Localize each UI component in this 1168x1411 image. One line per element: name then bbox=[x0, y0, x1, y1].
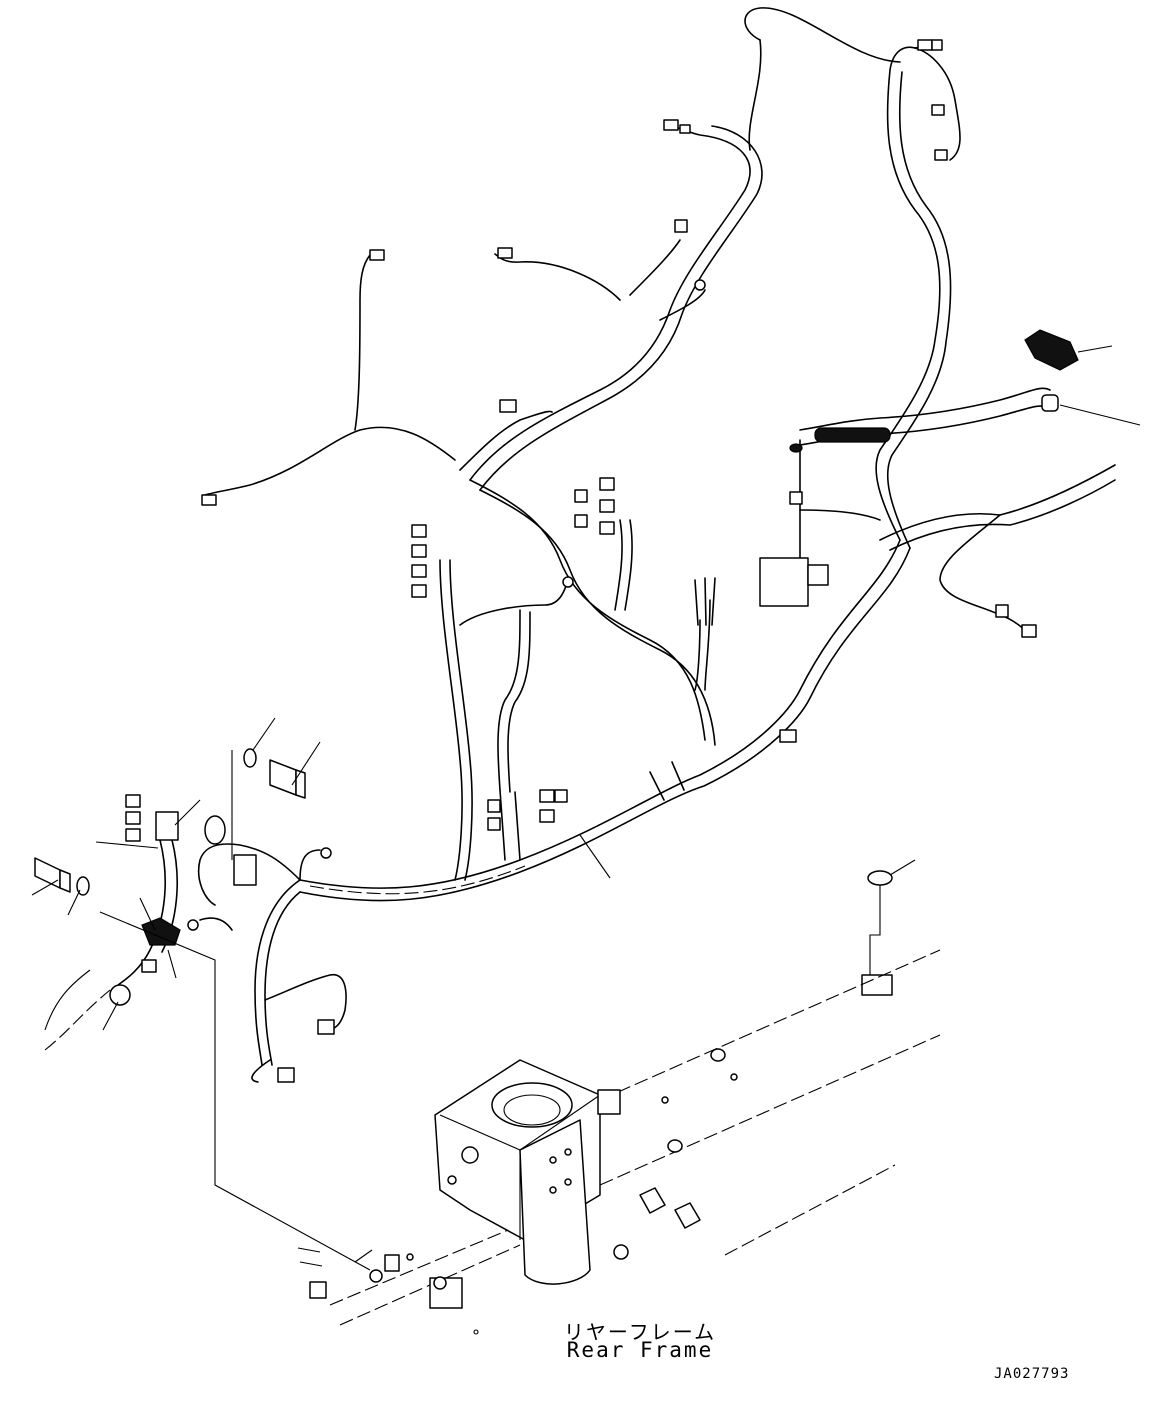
caption-japanese: リヤーフレーム bbox=[563, 1320, 717, 1344]
connectors bbox=[109, 39, 1037, 1083]
cap-parts bbox=[789, 329, 1079, 453]
right-heavy-cable bbox=[799, 387, 1116, 636]
center-branches bbox=[439, 479, 716, 881]
fasteners bbox=[34, 748, 893, 996]
upper-right-branch bbox=[744, 7, 961, 549]
rear-frame bbox=[44, 949, 941, 1335]
leader-lines bbox=[31, 345, 1141, 1271]
lower-left-branches bbox=[117, 815, 347, 1083]
main-harness-trunk bbox=[299, 539, 911, 902]
upper-middle-branch bbox=[204, 125, 763, 496]
drawing-number: JA027793 bbox=[994, 1366, 1070, 1382]
caption-english: Rear Frame bbox=[566, 1338, 714, 1362]
